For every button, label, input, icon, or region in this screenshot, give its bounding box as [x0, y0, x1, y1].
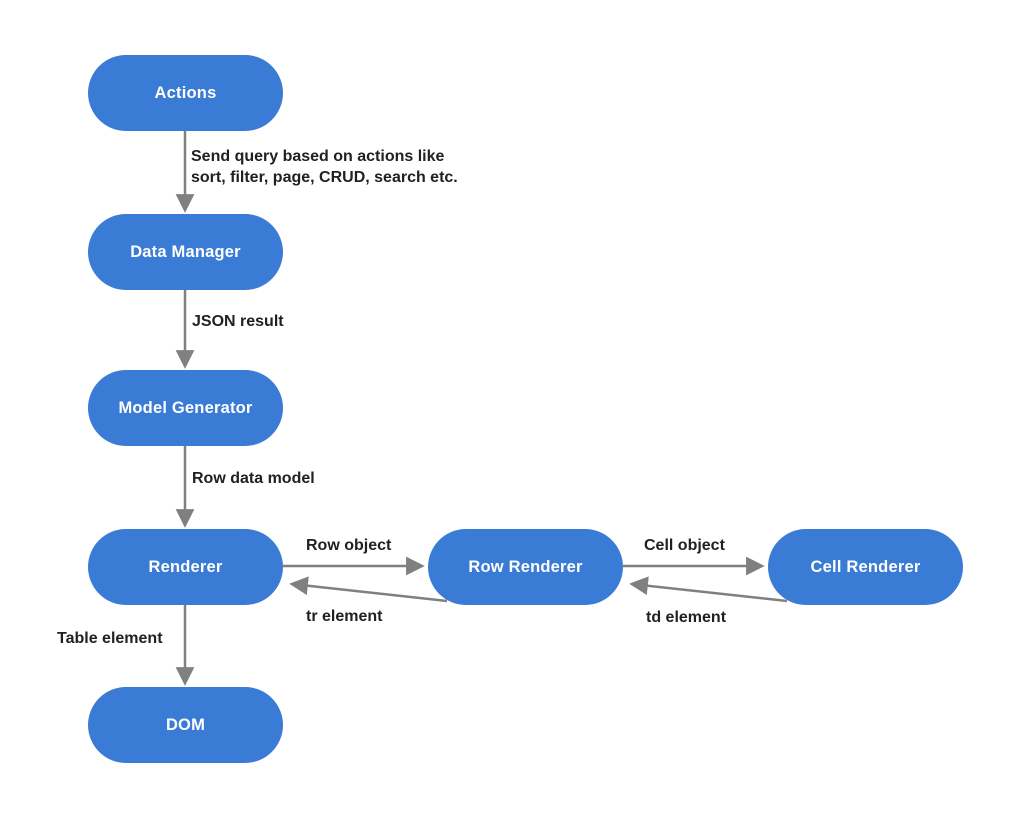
- node-actions: Actions: [88, 55, 283, 131]
- node-row-renderer: Row Renderer: [428, 529, 623, 605]
- node-cell-renderer: Cell Renderer: [768, 529, 963, 605]
- edge-cell-renderer-to-row-renderer: [629, 576, 788, 603]
- node-renderer: Renderer: [88, 529, 283, 605]
- node-dom: DOM: [88, 687, 283, 763]
- edge-label-send-query-line2: sort, filter, page, CRUD, search etc.: [191, 169, 458, 186]
- edge-label-row-object: Row object: [306, 537, 392, 554]
- edge-label-cell-object: Cell object: [644, 537, 725, 554]
- edge-label-table-element: Table element: [57, 630, 163, 647]
- edge-row-renderer-to-renderer: [289, 576, 448, 603]
- edge-label-tr-element: tr element: [306, 608, 383, 625]
- node-data-manager: Data Manager: [88, 214, 283, 290]
- edge-label-send-query: Send query based on actions like sort, f…: [191, 146, 458, 188]
- edge-label-send-query-line1: Send query based on actions like: [191, 148, 445, 165]
- node-model-generator: Model Generator: [88, 370, 283, 446]
- edge-label-row-data-model: Row data model: [192, 470, 315, 487]
- edge-label-td-element: td element: [646, 609, 727, 626]
- edge-label-json-result: JSON result: [192, 313, 284, 330]
